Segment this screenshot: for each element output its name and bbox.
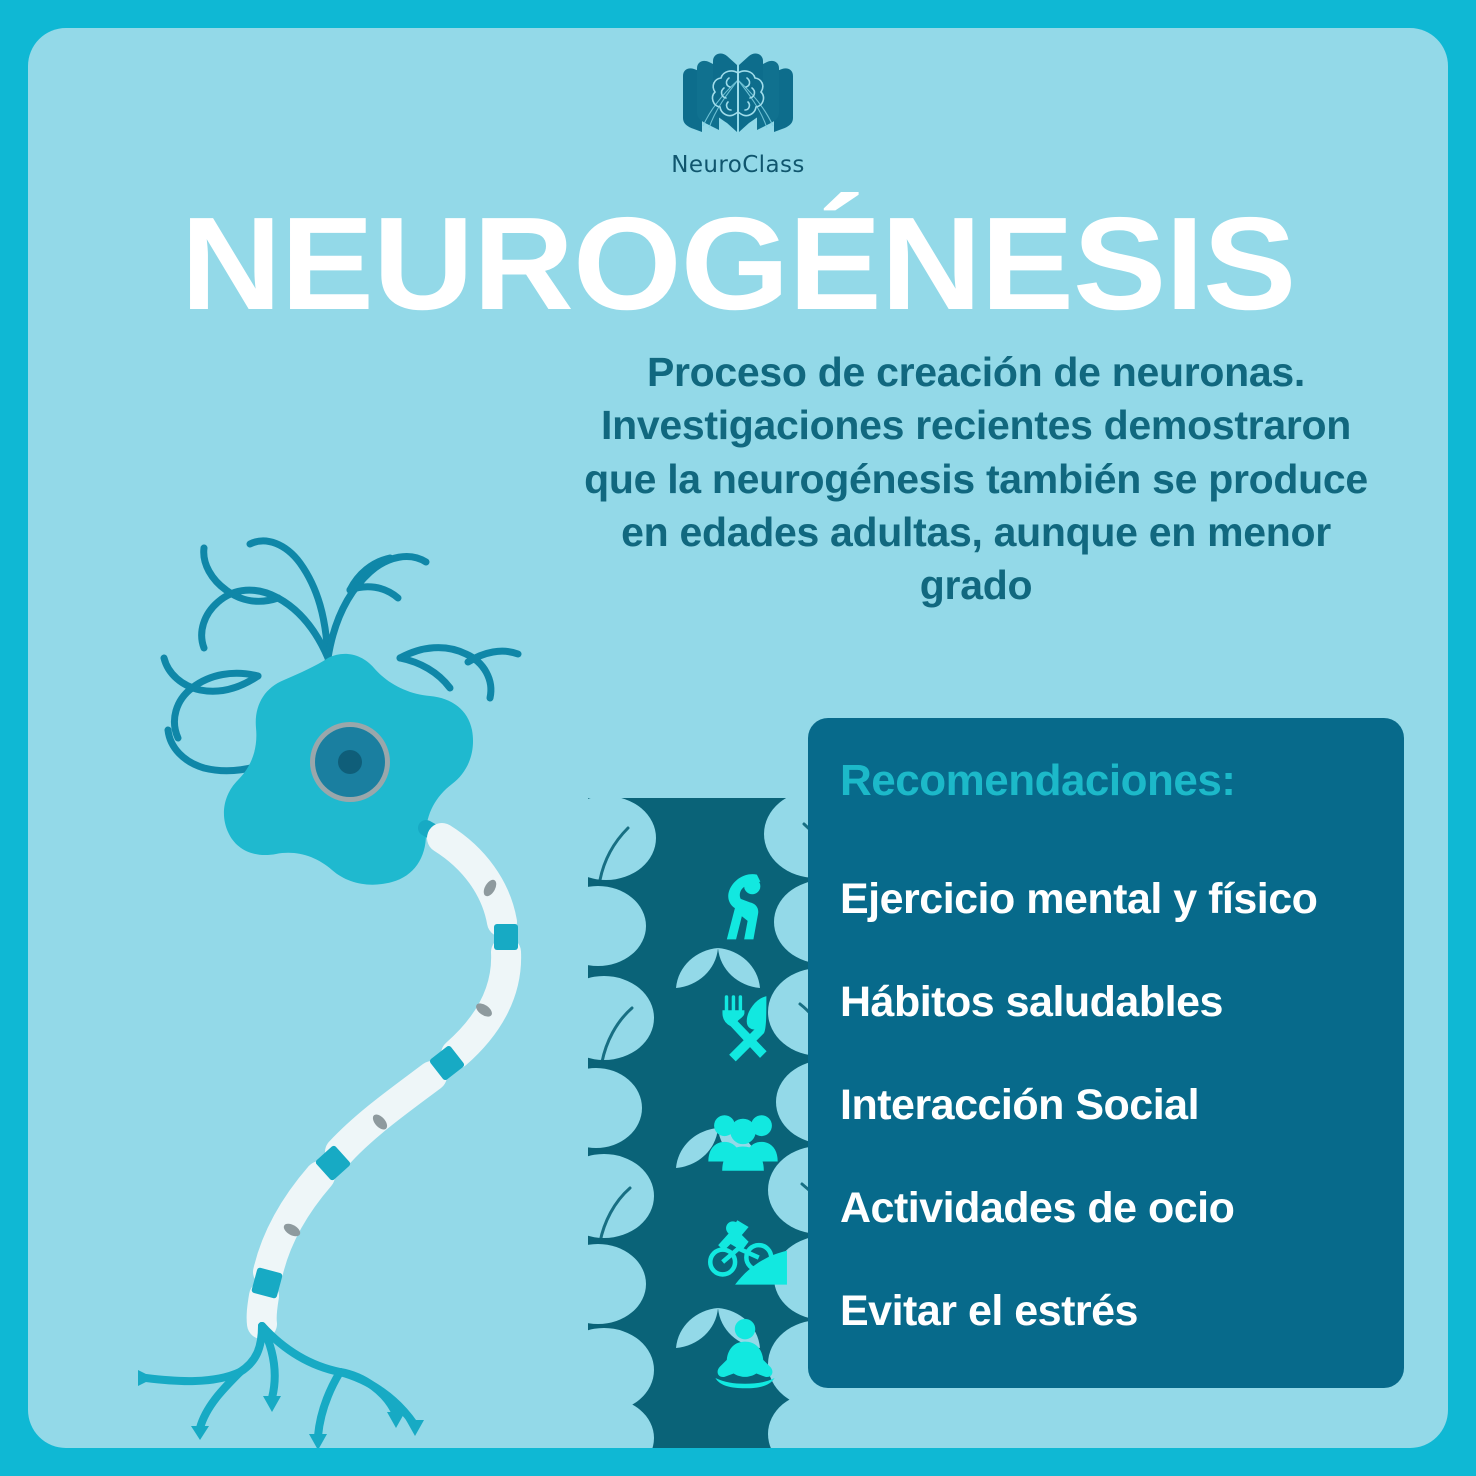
schwann-nuclei bbox=[283, 879, 497, 1237]
open-book-brain-icon bbox=[683, 53, 793, 132]
meditation-icon bbox=[704, 1316, 786, 1390]
recommendations-heading: Recomendaciones: bbox=[840, 756, 1236, 805]
recommendation-item-stress: Evitar el estrés bbox=[840, 1287, 1138, 1335]
poster-canvas: NeuroClass NEUROGÉNESIS Proceso de creac… bbox=[28, 28, 1448, 1448]
brand-logo: NeuroClass bbox=[28, 50, 1448, 178]
intro-paragraph: Proceso de creación de neuronas. Investi… bbox=[584, 349, 1368, 609]
axon-terminals bbox=[142, 1322, 418, 1440]
nodes-of-ranvier bbox=[251, 924, 518, 1299]
cyclist-icon bbox=[708, 1216, 796, 1290]
recommendation-item-leisure: Actividades de ocio bbox=[840, 1184, 1235, 1232]
neuron-illustration bbox=[138, 537, 522, 1448]
recommendation-item-exercise: Ejercicio mental y físico bbox=[840, 875, 1318, 923]
nucleolus bbox=[338, 750, 362, 774]
page-title: NEUROGÉNESIS bbox=[180, 190, 1297, 337]
recommendations-panel: Recomendaciones: Ejercicio mental y físi… bbox=[808, 718, 1404, 1388]
brand-name: NeuroClass bbox=[671, 152, 805, 178]
recommendation-item-habits: Hábitos saludables bbox=[840, 978, 1223, 1026]
axon bbox=[253, 820, 513, 1326]
myelin-sheath bbox=[246, 823, 522, 1339]
synaptic-boutons bbox=[138, 1370, 424, 1448]
neuron-chain-illustration bbox=[588, 798, 848, 1448]
recommendation-item-social: Interacción Social bbox=[840, 1081, 1200, 1129]
people-group-icon bbox=[706, 1106, 780, 1180]
exercise-stretch-icon bbox=[706, 870, 780, 944]
fork-knife-icon bbox=[708, 990, 782, 1064]
